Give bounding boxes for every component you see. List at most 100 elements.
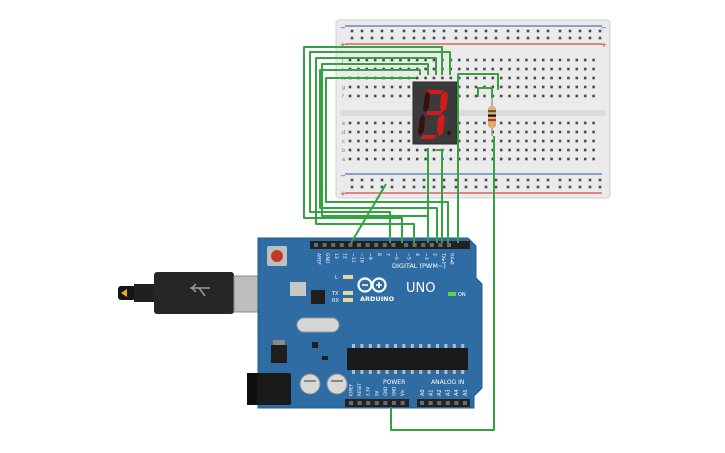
- breadboard-hole[interactable]: [516, 94, 520, 98]
- header-pin[interactable]: [374, 401, 379, 405]
- breadboard-hole[interactable]: [449, 148, 453, 152]
- breadboard-hole[interactable]: [466, 130, 469, 134]
- rail-hole[interactable]: [578, 29, 582, 33]
- breadboard-hole[interactable]: [457, 76, 461, 80]
- reset-button[interactable]: [271, 250, 283, 262]
- breadboard-hole[interactable]: [550, 94, 553, 98]
- breadboard-hole[interactable]: [390, 148, 394, 152]
- header-pin[interactable]: [428, 401, 433, 405]
- rail-hole[interactable]: [578, 178, 582, 182]
- rail-hole[interactable]: [464, 36, 468, 40]
- breadboard-hole[interactable]: [583, 85, 587, 89]
- rail-hole[interactable]: [454, 36, 458, 40]
- rail-hole[interactable]: [558, 185, 562, 189]
- breadboard-hole[interactable]: [592, 148, 595, 152]
- breadboard-hole[interactable]: [399, 157, 402, 161]
- header-pin[interactable]: [421, 243, 426, 247]
- rail-hole[interactable]: [412, 36, 416, 40]
- rail-hole[interactable]: [588, 178, 592, 182]
- breadboard-hole[interactable]: [525, 148, 528, 152]
- header-pin[interactable]: [314, 243, 318, 247]
- breadboard-hole[interactable]: [508, 58, 511, 62]
- header-pin[interactable]: [437, 401, 442, 405]
- rail-hole[interactable]: [370, 29, 374, 33]
- rail-hole[interactable]: [558, 178, 562, 182]
- breadboard-hole[interactable]: [432, 148, 436, 152]
- breadboard-hole[interactable]: [550, 157, 553, 161]
- breadboard-hole[interactable]: [550, 76, 553, 80]
- breadboard-hole[interactable]: [592, 157, 595, 161]
- breadboard-hole[interactable]: [499, 94, 503, 98]
- breadboard-hole[interactable]: [382, 139, 385, 143]
- breadboard-hole[interactable]: [357, 94, 360, 98]
- breadboard-hole[interactable]: [365, 121, 369, 125]
- breadboard-hole[interactable]: [483, 121, 486, 125]
- rail-hole[interactable]: [442, 29, 446, 33]
- rail-hole[interactable]: [578, 185, 582, 189]
- rail-hole[interactable]: [360, 178, 364, 182]
- rail-hole[interactable]: [526, 29, 530, 33]
- breadboard-hole[interactable]: [466, 85, 469, 89]
- breadboard-hole[interactable]: [424, 76, 427, 80]
- rail-hole[interactable]: [390, 185, 394, 189]
- breadboard-hole[interactable]: [533, 85, 537, 89]
- breadboard-hole[interactable]: [499, 67, 503, 71]
- breadboard-hole[interactable]: [382, 148, 385, 152]
- breadboard-hole[interactable]: [558, 130, 562, 134]
- breadboard-hole[interactable]: [583, 58, 587, 62]
- breadboard-hole[interactable]: [474, 157, 478, 161]
- breadboard-hole[interactable]: [583, 139, 587, 143]
- breadboard-hole[interactable]: [499, 76, 503, 80]
- breadboard-hole[interactable]: [399, 139, 402, 143]
- breadboard-hole[interactable]: [525, 58, 528, 62]
- rail-hole[interactable]: [598, 29, 602, 33]
- breadboard-hole[interactable]: [516, 121, 520, 125]
- wire[interactable]: [315, 57, 437, 243]
- breadboard-hole[interactable]: [491, 85, 495, 89]
- rail-hole[interactable]: [568, 185, 572, 189]
- breadboard-hole[interactable]: [525, 121, 528, 125]
- breadboard-hole[interactable]: [558, 85, 562, 89]
- breadboard-hole[interactable]: [550, 139, 553, 143]
- header-pin[interactable]: [404, 243, 408, 247]
- breadboard-hole[interactable]: [457, 139, 461, 143]
- rail-hole[interactable]: [526, 185, 530, 189]
- wire[interactable]: [325, 77, 449, 243]
- rail-hole[interactable]: [516, 178, 520, 182]
- breadboard-hole[interactable]: [474, 121, 478, 125]
- breadboard-hole[interactable]: [541, 85, 545, 89]
- breadboard-hole[interactable]: [357, 130, 360, 134]
- breadboard-hole[interactable]: [466, 121, 469, 125]
- header-pin[interactable]: [392, 401, 396, 405]
- rail-hole[interactable]: [380, 178, 384, 182]
- breadboard-hole[interactable]: [533, 157, 537, 161]
- breadboard-hole[interactable]: [533, 139, 537, 143]
- breadboard-hole[interactable]: [558, 139, 562, 143]
- rail-hole[interactable]: [526, 36, 530, 40]
- header-pin[interactable]: [357, 243, 361, 247]
- header-pin[interactable]: [348, 243, 353, 247]
- rail-hole[interactable]: [474, 29, 478, 33]
- rail-hole[interactable]: [588, 185, 592, 189]
- rail-hole[interactable]: [568, 178, 572, 182]
- breadboard-hole[interactable]: [583, 67, 587, 71]
- breadboard-hole[interactable]: [516, 157, 520, 161]
- rail-hole[interactable]: [350, 185, 354, 189]
- resistor[interactable]: [488, 98, 496, 136]
- breadboard-hole[interactable]: [583, 130, 587, 134]
- breadboard-hole[interactable]: [499, 157, 503, 161]
- breadboard-hole[interactable]: [483, 157, 486, 161]
- breadboard-hole[interactable]: [575, 121, 579, 125]
- breadboard-hole[interactable]: [483, 148, 486, 152]
- rail-hole[interactable]: [442, 185, 446, 189]
- breadboard-hole[interactable]: [567, 94, 570, 98]
- breadboard-hole[interactable]: [575, 58, 579, 62]
- breadboard-hole[interactable]: [592, 76, 595, 80]
- breadboard-hole[interactable]: [541, 58, 545, 62]
- breadboard-hole[interactable]: [583, 148, 587, 152]
- header-pin[interactable]: [331, 243, 336, 247]
- header-pin[interactable]: [357, 401, 362, 405]
- breadboard-hole[interactable]: [457, 85, 461, 89]
- breadboard-hole[interactable]: [348, 148, 352, 152]
- breadboard-hole[interactable]: [474, 76, 478, 80]
